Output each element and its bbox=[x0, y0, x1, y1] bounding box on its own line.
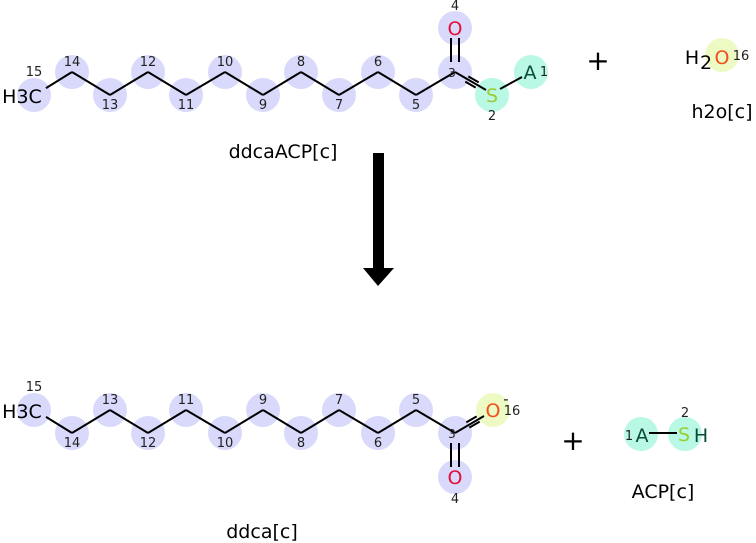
ddcaacp-chain-bond bbox=[262, 71, 302, 96]
ddca-carbonyl-oxygen: O bbox=[448, 467, 463, 489]
ddcaacp-chain-bond bbox=[71, 71, 111, 96]
reaction-arrow-head bbox=[363, 268, 394, 286]
ddcaacp-chain-bond bbox=[45, 71, 73, 89]
acp-a-atom: A bbox=[636, 425, 649, 447]
ddcaacp-chain-bond bbox=[415, 71, 456, 96]
ddcaacp-chain-bond bbox=[300, 71, 340, 96]
ddca-atom-number: 7 bbox=[335, 393, 343, 408]
ddcaacp-methyl-label: H3C bbox=[2, 86, 42, 108]
ddcaacp-atom-number: 5 bbox=[412, 98, 420, 113]
ddca-chain-bond bbox=[300, 409, 340, 434]
ddca-carbonyl-number: 4 bbox=[451, 492, 459, 507]
ddcaacp-atom-number: 12 bbox=[140, 55, 157, 70]
ddcaacp-chain-bond bbox=[185, 71, 226, 96]
ddca-atom-number: 6 bbox=[374, 436, 382, 451]
h2o-oxygen-number: 16 bbox=[733, 49, 750, 64]
ddcaacp-oxygen-atom: O bbox=[448, 18, 463, 40]
ddca-carboxylate-bond bbox=[454, 415, 485, 434]
acp-a-number: 1 bbox=[625, 429, 633, 444]
ddcaacp-chain-bond bbox=[147, 71, 187, 96]
ddcaacp-atom-number: 11 bbox=[178, 98, 195, 113]
bond-cleavage-mark bbox=[467, 75, 480, 84]
plus-sign-reactants: + bbox=[586, 44, 609, 77]
ddca-name: ddca[c] bbox=[226, 521, 297, 543]
ddcaacp-carbon-highlight bbox=[17, 78, 51, 112]
ddca-atom-number: 11 bbox=[178, 393, 195, 408]
acp-name: ACP[c] bbox=[632, 481, 695, 503]
ddca-atom-number: 3 bbox=[448, 427, 456, 441]
ddca-anion-oxygen: O bbox=[486, 400, 501, 422]
ddca-anion-oxygen-highlight bbox=[476, 393, 510, 427]
ddca-atom-number: 13 bbox=[102, 393, 119, 408]
ddcaacp-atom-number: 10 bbox=[217, 55, 234, 70]
ddca-methyl-label: H3C bbox=[2, 401, 42, 423]
ddca-atom-number: 8 bbox=[297, 436, 305, 451]
ddcaacp-acp-number: 1 bbox=[540, 65, 548, 80]
ddcaacp-atom-number: 3 bbox=[448, 66, 456, 80]
ddcaacp-sulfur-highlight bbox=[475, 78, 509, 112]
h2o-hydrogen: H bbox=[685, 47, 699, 69]
ddcaacp-atom-number: 15 bbox=[26, 65, 43, 80]
ddcaacp-oxygen-highlight bbox=[438, 11, 472, 45]
ddcaacp-chain-bond bbox=[338, 71, 379, 96]
ddcaacp-sulfur-number: 2 bbox=[488, 109, 496, 124]
ddcaacp-name: ddcaACP[c] bbox=[229, 141, 338, 163]
ddca-anion-number: 16 bbox=[504, 404, 521, 419]
ddcaacp-atom-number: 14 bbox=[64, 55, 81, 70]
ddcaacp-atom-number: 7 bbox=[335, 98, 343, 113]
h2o-oxygen-atom: O bbox=[715, 47, 730, 69]
ddca-chain-bond bbox=[147, 409, 187, 434]
ddca-chain-bond bbox=[415, 409, 456, 434]
ddcaacp-thioester-bond bbox=[454, 71, 487, 91]
h2o-oxygen-highlight bbox=[705, 38, 739, 72]
reaction-arrow-shaft bbox=[373, 153, 384, 273]
ddca-chain-bond bbox=[45, 416, 73, 434]
ddca-oxygen-highlight bbox=[438, 460, 472, 494]
ddca-chain-bond bbox=[109, 409, 149, 434]
ddcaacp-chain-bond bbox=[377, 71, 417, 96]
ddca-chain-bond bbox=[185, 409, 226, 434]
h2o-subscript: 2 bbox=[700, 52, 712, 74]
ddcaacp-atom-number: 8 bbox=[297, 55, 305, 70]
acp-s-number: 2 bbox=[681, 406, 689, 421]
h2o-name: h2o[c] bbox=[691, 101, 752, 123]
bond-cleavage-mark bbox=[464, 80, 477, 89]
ddcaacp-acp-atom: A bbox=[524, 62, 537, 84]
acp-a-highlight bbox=[624, 417, 658, 451]
ddca-chain-bond bbox=[224, 409, 264, 434]
ddca-chain-bond bbox=[338, 409, 379, 434]
ddcaacp-chain-bond bbox=[224, 71, 264, 96]
acp-s-highlight bbox=[668, 417, 702, 451]
ddca-chain-bond bbox=[71, 409, 111, 434]
ddca-atom-number: 9 bbox=[259, 393, 267, 408]
ddcaacp-atom-number: 13 bbox=[102, 98, 119, 113]
ddca-atom-number: 10 bbox=[217, 436, 234, 451]
ddcaacp-acp-highlight bbox=[514, 55, 548, 89]
ddca-carbon-highlight bbox=[17, 393, 51, 427]
ddcaacp-atom-number: 6 bbox=[374, 55, 382, 70]
ddcaacp-sulfur-atom: S bbox=[486, 85, 498, 107]
ddca-atom-number: 12 bbox=[140, 436, 157, 451]
ddca-atom-number: 14 bbox=[64, 436, 81, 451]
ddca-chain-bond bbox=[262, 409, 302, 434]
bond-cleavage-mark bbox=[465, 415, 478, 424]
ddca-anion-charge: - bbox=[503, 390, 508, 408]
acp-h-atom: H bbox=[694, 425, 708, 447]
ddca-chain-bond bbox=[377, 409, 417, 434]
ddcaacp-chain-bond bbox=[109, 71, 149, 96]
ddca-atom-number: 5 bbox=[412, 393, 420, 408]
acp-s-atom: S bbox=[678, 424, 690, 446]
ddca-atom-number: 15 bbox=[26, 380, 43, 395]
plus-sign-products: + bbox=[561, 424, 584, 457]
ddcaacp-s-a-bond bbox=[499, 76, 523, 90]
ddcaacp-oxygen-number: 4 bbox=[451, 0, 459, 14]
ddcaacp-atom-number: 9 bbox=[259, 98, 267, 113]
bond-cleavage-mark bbox=[468, 420, 481, 429]
